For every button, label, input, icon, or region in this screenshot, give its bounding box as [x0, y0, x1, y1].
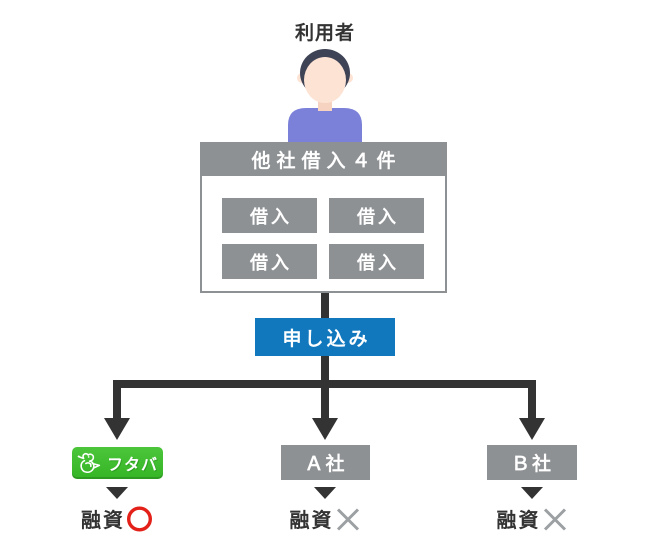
arrow-down-icon — [104, 418, 130, 440]
loan-item: 借入 — [329, 244, 424, 279]
rejection-cross-icon — [336, 507, 359, 531]
rejection-cross-icon — [543, 507, 566, 531]
user-avatar-icon — [288, 49, 362, 145]
loan-item: 借入 — [329, 198, 424, 233]
approval-circle-icon — [126, 505, 153, 532]
arrow-down-icon — [312, 418, 338, 440]
futaba-logo: フタバ — [72, 447, 163, 479]
loan-grid: 借入 借入 借入 借入 — [222, 198, 424, 279]
other-loans-header: 他社借入４件 — [200, 142, 447, 176]
other-loans-box: 他社借入４件 借入 借入 借入 借入 — [200, 142, 447, 293]
result-label: 融資 — [289, 509, 334, 532]
result-label: 融資 — [496, 509, 541, 532]
result-futaba: 融資 — [52, 503, 182, 533]
futaba-name-label: フタバ — [106, 457, 158, 474]
application-badge: 申し込み — [255, 318, 395, 356]
small-arrow-down-icon — [521, 487, 543, 499]
company-b-box: Ｂ社 — [487, 445, 577, 480]
small-arrow-down-icon — [106, 487, 128, 499]
result-company-b: 融資 — [467, 503, 597, 533]
connector-vertical-right — [528, 380, 536, 420]
connector-vertical-left — [113, 380, 121, 420]
connector-vertical-center — [321, 293, 329, 420]
connector-horizontal-branch — [113, 380, 536, 388]
small-arrow-down-icon — [314, 487, 336, 499]
result-label: 融資 — [81, 509, 125, 532]
loan-item: 借入 — [222, 244, 317, 279]
arrow-down-icon — [519, 418, 545, 440]
futaba-bird-icon — [77, 452, 101, 474]
other-loans-body: 借入 借入 借入 借入 — [200, 176, 447, 293]
company-a-box: Ａ社 — [281, 445, 370, 480]
result-company-a: 融資 — [260, 503, 390, 533]
loan-item: 借入 — [222, 198, 317, 233]
user-title-label: 利用者 — [294, 23, 355, 44]
